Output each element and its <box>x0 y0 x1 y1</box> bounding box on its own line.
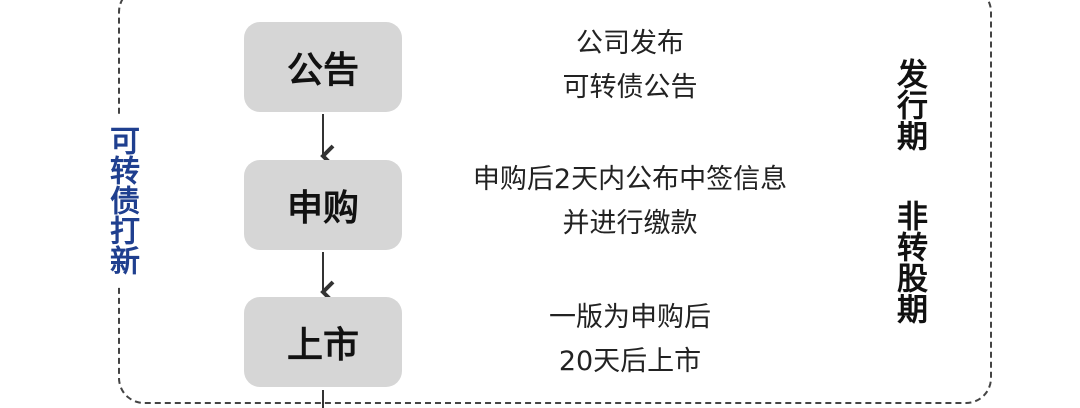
step-subscription: 申购 <box>244 160 402 250</box>
step-description: 一版为申购后 20天后上市 <box>430 296 830 384</box>
desc-line: 申购后2天内公布中签信息 <box>472 164 788 195</box>
phase-issuance: 发行期 <box>891 58 927 151</box>
step-label: 上市 <box>286 325 359 366</box>
side-label: 可转债打新 <box>98 116 139 284</box>
desc-line: 公司发布 <box>576 28 684 59</box>
desc-line: 一版为申购后 <box>549 302 711 333</box>
step-label: 公告 <box>286 50 359 91</box>
phase-non-conversion: 非转股期 <box>891 200 927 324</box>
desc-line: 20天后上市 <box>558 346 702 377</box>
step-label: 申购 <box>286 188 359 229</box>
step-listing: 上市 <box>244 297 402 387</box>
desc-line: 可转债公告 <box>562 72 698 103</box>
step-description: 申购后2天内公布中签信息 并进行缴款 <box>430 158 830 246</box>
step-announcement: 公告 <box>244 22 402 112</box>
step-description: 公司发布 可转债公告 <box>430 22 830 110</box>
desc-line: 并进行缴款 <box>562 208 698 239</box>
